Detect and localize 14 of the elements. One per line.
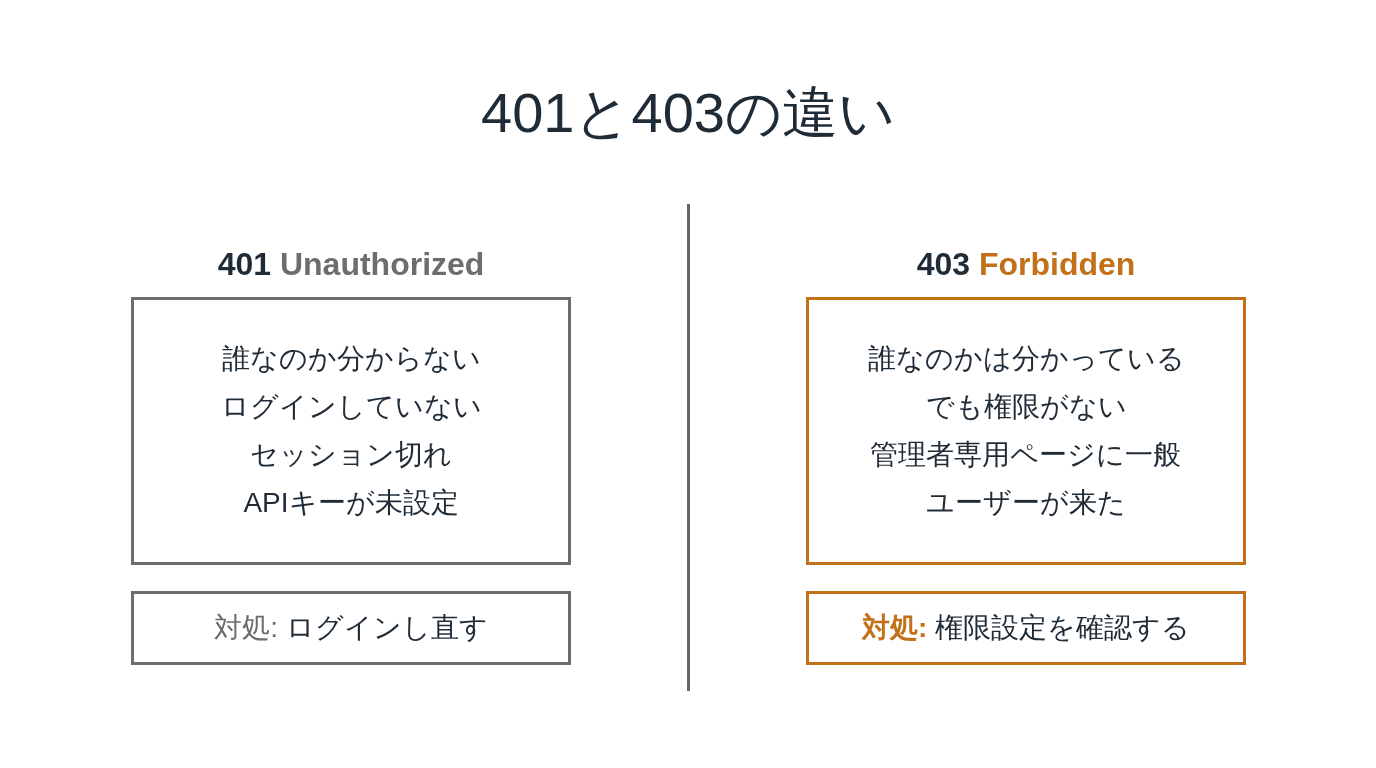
description-text: APIキーが未設定 bbox=[243, 486, 459, 520]
action-text: 対処: 権限設定を確認する bbox=[861, 611, 1191, 645]
action-box bbox=[806, 591, 1246, 665]
description-text: 管理者専用ページに一般ユーザーが来た bbox=[869, 438, 1183, 520]
action-box bbox=[131, 591, 571, 665]
column-heading: 401 Unauthorized bbox=[216, 245, 486, 284]
description-text: 誰なのかは分かっている bbox=[867, 342, 1185, 376]
diagram-title: 401と403の違い bbox=[480, 80, 896, 146]
column-heading: 403 Forbidden bbox=[915, 245, 1137, 284]
description-text: セッション切れ bbox=[250, 438, 452, 472]
description-text: 誰なのか分からない bbox=[221, 342, 481, 376]
description-text: でも権限がない bbox=[925, 390, 1127, 424]
description-text: ログインしていない bbox=[220, 390, 482, 424]
action-text: 対処: ログインし直す bbox=[214, 611, 488, 645]
